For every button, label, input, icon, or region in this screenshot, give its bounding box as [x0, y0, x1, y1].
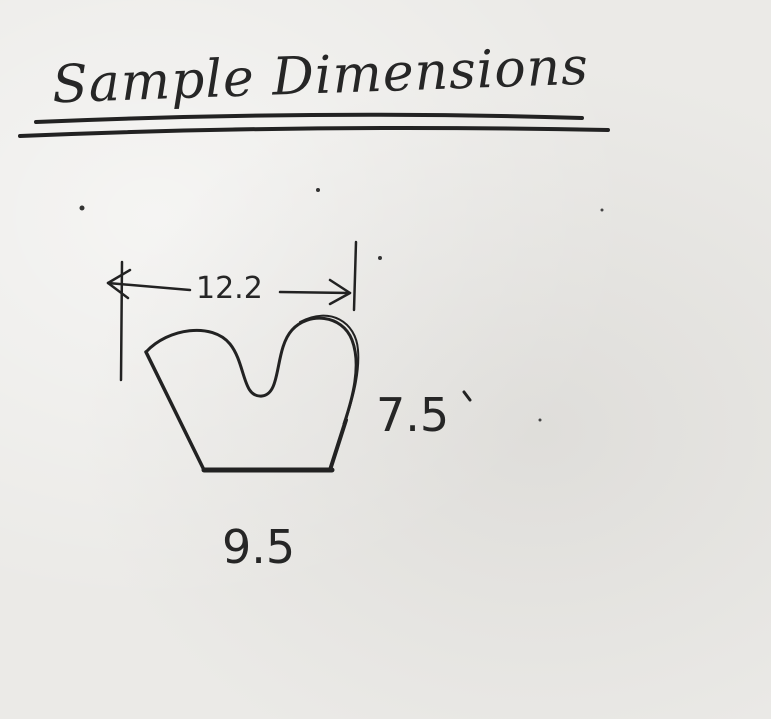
height-label: 7.5 [376, 388, 450, 442]
left-extension-line [119, 260, 124, 382]
title-underline-second [18, 126, 610, 138]
width-arrow-right-segment [278, 290, 352, 295]
ink-dot [538, 418, 542, 422]
ink-dot [600, 208, 604, 212]
shape-outline [144, 316, 358, 426]
bottom-width-label: 9.5 [222, 520, 296, 574]
width-arrowhead-right [328, 278, 352, 306]
width-arrow-left-segment [106, 281, 192, 292]
ink-dot [378, 256, 382, 260]
top-width-label: 12.2 [196, 271, 263, 306]
width-arrowhead-left [106, 268, 132, 300]
shape-left-edge [144, 350, 206, 472]
ink-dot [316, 188, 320, 192]
title-underline [34, 112, 584, 124]
height-tick [462, 390, 472, 402]
right-extension-line [352, 240, 358, 312]
shape-right-edge [328, 418, 348, 472]
ink-dot [79, 205, 85, 211]
shape-outline-sketch [299, 314, 360, 421]
